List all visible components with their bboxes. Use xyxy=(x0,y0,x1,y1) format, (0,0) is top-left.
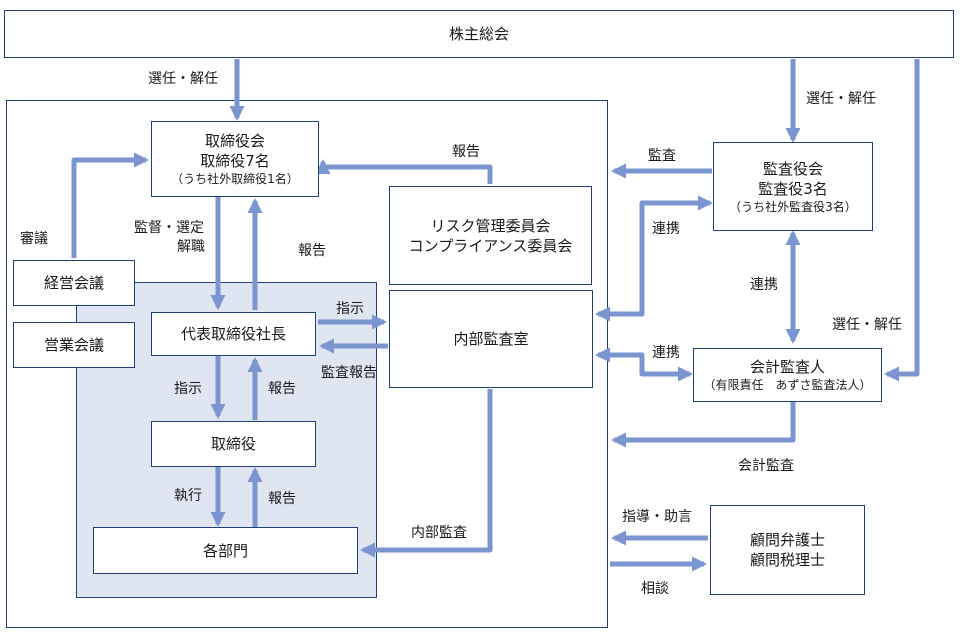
arrow-internal-audit xyxy=(360,389,493,558)
label-appoint-dismiss-left: 選任・解任 xyxy=(148,71,218,87)
label-cooperation-2: 連携 xyxy=(750,277,778,293)
label-instruction-directors: 指示 xyxy=(174,381,202,397)
lawyer-label: 顧問弁護士 xyxy=(749,531,825,549)
shareholders-label: 株主総会 xyxy=(448,25,509,43)
departments-label: 各部門 xyxy=(202,541,248,560)
label-cooperation-1: 連携 xyxy=(652,221,680,237)
risk-committee-label: リスク管理委員会 xyxy=(430,216,551,235)
tax-accountant-label: 顧問税理士 xyxy=(749,551,825,569)
label-internal-audit: 内部監査 xyxy=(411,525,467,541)
label-audit-report: 監査報告 xyxy=(321,365,377,381)
board-box: 取締役会 取締役7名 （うち社外取締役1名） xyxy=(151,121,319,197)
label-dismiss: 解職 xyxy=(177,239,205,255)
label-appoint-dismiss-right: 選任・解任 xyxy=(806,91,876,107)
accounting-auditor-title: 会計監査人 xyxy=(749,358,825,376)
audit-board-title: 監査役会 xyxy=(762,159,823,178)
sales-meeting-label: 営業会議 xyxy=(43,336,104,354)
label-instruction-audit-room: 指示 xyxy=(336,301,364,317)
departments-box: 各部門 xyxy=(93,527,358,574)
directors-box: 取締役 xyxy=(151,421,316,467)
audit-board-members: 監査役3名 xyxy=(758,179,828,198)
accounting-auditor-box: 会計監査人 （有限責任 あずさ監査法人） xyxy=(693,348,882,402)
board-outside: （うち社外取締役1名） xyxy=(171,172,299,186)
label-report-board: 報告 xyxy=(298,243,326,259)
arrow-auditboard-internal xyxy=(595,195,713,322)
arrow-deliberation xyxy=(71,152,149,258)
risk-committee-box: リスク管理委員会 コンプライアンス委員会 xyxy=(389,186,592,285)
label-consultation: 相談 xyxy=(641,581,669,597)
label-appoint-dismiss-auditor: 選任・解任 xyxy=(832,317,902,333)
sales-meeting-box: 営業会議 xyxy=(13,322,135,368)
label-deliberation: 審議 xyxy=(20,231,48,247)
arrow-accounting-audit xyxy=(611,402,796,448)
label-supervise-select: 監督・選定 xyxy=(134,220,204,236)
management-meeting-label: 経営会議 xyxy=(43,274,104,292)
audit-board-box: 監査役会 監査役3名 （うち社外監査役3名） xyxy=(713,142,873,231)
directors-label: 取締役 xyxy=(210,435,256,453)
label-execution: 執行 xyxy=(174,488,202,504)
arrow-committee-board xyxy=(315,159,493,184)
internal-audit-box: 内部監査室 xyxy=(389,290,593,388)
label-accounting-audit: 会計監査 xyxy=(738,458,794,474)
label-audit: 監査 xyxy=(648,148,676,164)
label-report-committee: 報告 xyxy=(452,144,480,160)
compliance-committee-label: コンプライアンス委員会 xyxy=(408,236,573,255)
president-label: 代表取締役社長 xyxy=(180,325,286,343)
board-title: 取締役会 xyxy=(204,132,265,150)
management-meeting-box: 経営会議 xyxy=(13,260,135,306)
label-report-directors: 報告 xyxy=(268,491,296,507)
internal-audit-label: 内部監査室 xyxy=(453,330,529,348)
label-cooperation-3: 連携 xyxy=(652,345,680,361)
board-members: 取締役7名 xyxy=(200,152,270,170)
audit-board-outside: （うち社外監査役3名） xyxy=(729,199,857,214)
accounting-auditor-firm: （有限責任 あずさ監査法人） xyxy=(703,378,872,392)
label-guidance-advice: 指導・助言 xyxy=(622,509,692,525)
arrow-shareholders-accounting xyxy=(884,59,920,382)
shareholders-meeting-box: 株主総会 xyxy=(4,10,954,58)
advisors-box: 顧問弁護士 顧問税理士 xyxy=(710,505,865,595)
arrow-internal-accounting xyxy=(595,347,693,382)
president-box: 代表取締役社長 xyxy=(151,312,316,356)
label-report-president: 報告 xyxy=(268,381,296,397)
